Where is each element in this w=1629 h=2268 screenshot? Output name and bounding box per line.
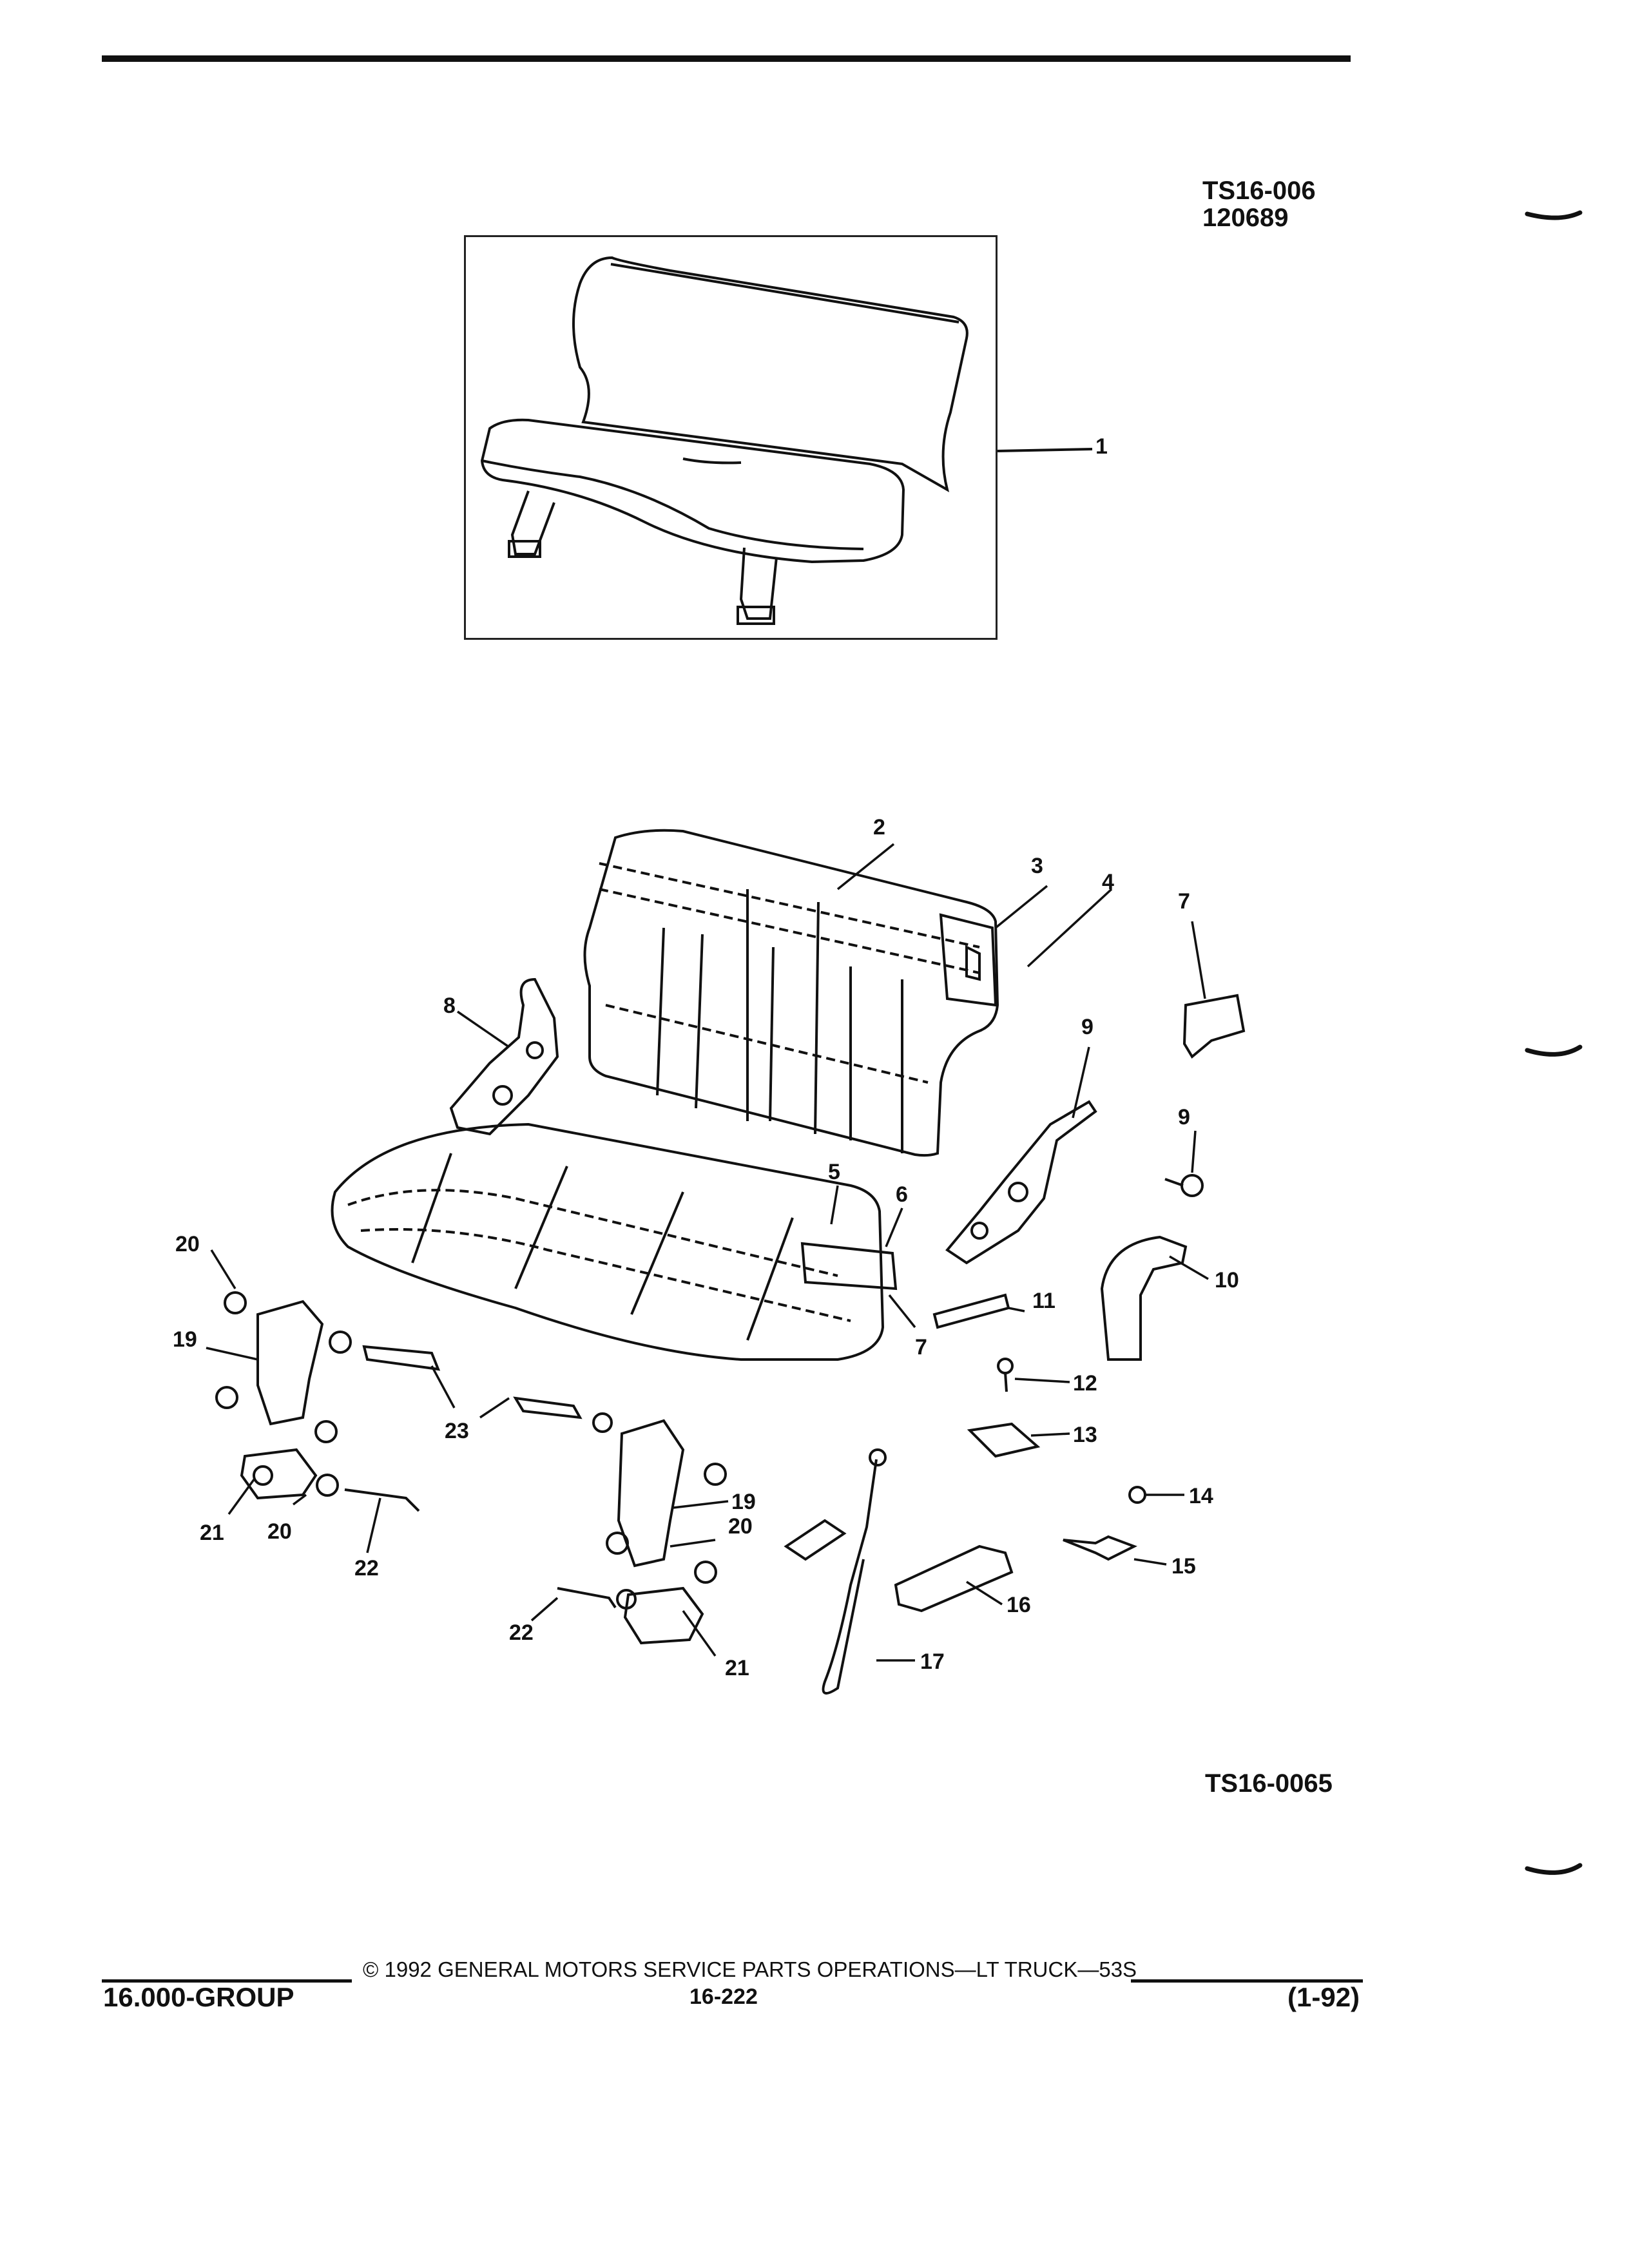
callout-21-left: 21 xyxy=(200,1521,224,1545)
callout-1: 1 xyxy=(1095,434,1108,459)
callout-7: 7 xyxy=(915,1335,927,1360)
header-rule xyxy=(102,55,1351,62)
callout-18: 17 xyxy=(920,1649,945,1674)
callout-22-left: 22 xyxy=(354,1556,379,1581)
ref-code-1: TS16-006 xyxy=(1202,177,1316,205)
footer-rule-right xyxy=(1131,1979,1363,1983)
callout-22-right: 22 xyxy=(509,1620,534,1645)
assembled-seat-inset xyxy=(464,235,998,640)
exploded-parts xyxy=(215,829,1246,1695)
footer-page-number: 16-222 xyxy=(689,1984,758,2009)
edge-mark-2 xyxy=(1525,1044,1583,1057)
edge-mark-1 xyxy=(1525,210,1583,220)
callout-20-right: 20 xyxy=(728,1514,753,1539)
callout-12: 11 xyxy=(1032,1289,1055,1313)
callout-17: 16 xyxy=(1007,1593,1031,1617)
figure-id: TS16-0065 xyxy=(1205,1769,1333,1798)
callout-8: 7 xyxy=(1178,889,1190,914)
callout-16: 15 xyxy=(1171,1554,1196,1579)
footer-date: (1-92) xyxy=(1287,1982,1360,2012)
callout-19-left: 19 xyxy=(173,1327,197,1352)
callout-3: 3 xyxy=(1031,854,1043,878)
callout-labels: 1 2 3 4 7 8 9 9 5 6 10 11 7 12 13 14 15 … xyxy=(173,434,1239,1680)
callout-21-right: 21 xyxy=(725,1656,749,1680)
callout-2: 2 xyxy=(873,815,885,840)
callout-15: 14 xyxy=(1189,1484,1213,1508)
footer-rule-left xyxy=(102,1979,352,1983)
callout-19-right: 19 xyxy=(731,1490,756,1514)
callout-6: 6 xyxy=(896,1182,908,1207)
seatback-outline xyxy=(583,829,999,1157)
leader-lines xyxy=(206,843,1209,1662)
footer-group: 16.000-GROUP xyxy=(103,1982,294,2012)
ref-code-2: 120689 xyxy=(1202,204,1289,232)
callout-20-left-bottom: 20 xyxy=(267,1519,292,1544)
callout-23: 23 xyxy=(445,1419,469,1443)
callout-13: 12 xyxy=(1073,1371,1097,1396)
callout-14: 13 xyxy=(1073,1423,1097,1447)
footer-copyright: © 1992 GENERAL MOTORS SERVICE PARTS OPER… xyxy=(363,1957,1137,1981)
seat-cushion-outline xyxy=(331,1122,885,1361)
callout-9-right: 9 xyxy=(1081,1015,1094,1039)
callout-4: 4 xyxy=(1102,870,1114,894)
callout-9-left: 8 xyxy=(443,994,456,1018)
leader-1 xyxy=(997,448,1093,452)
edge-mark-3 xyxy=(1525,1863,1583,1875)
callout-20-left-top: 20 xyxy=(175,1232,200,1256)
callout-11: 10 xyxy=(1215,1268,1239,1293)
callout-5: 5 xyxy=(828,1160,840,1184)
callout-10: 9 xyxy=(1178,1105,1190,1129)
assembled-seat-drawing xyxy=(480,256,969,625)
